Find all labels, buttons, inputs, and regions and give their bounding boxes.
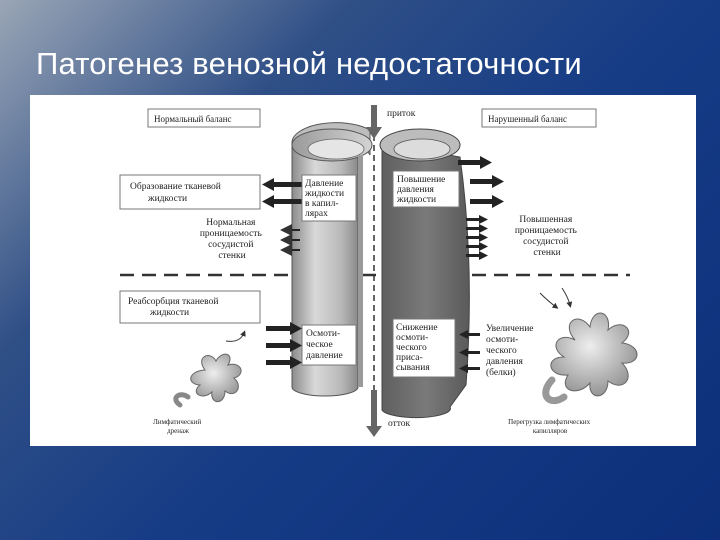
lymph-drainage-label: Лимфатический дренаж xyxy=(153,418,203,435)
impaired-balance-box xyxy=(481,108,597,128)
capillary-pressure-box xyxy=(301,174,357,222)
outflow-arrows-impaired xyxy=(458,156,504,208)
outflow-label: отток xyxy=(388,419,411,429)
osmotic-pressure-label: Осмоти- ческое давление xyxy=(306,329,343,361)
inflow-label: приток xyxy=(387,109,416,119)
small-arrows-normal xyxy=(280,224,300,256)
normal-permeability-label: Нормальная проницаемость сосудистой стен… xyxy=(200,218,264,261)
lymph-capillary-overloaded xyxy=(539,287,638,405)
tissue-fluid-reabsorption-label: Реабсорбция тканевой жидкости xyxy=(128,296,221,318)
impaired-balance-label: Нарушенный баланс xyxy=(488,114,567,124)
venous-insufficiency-diagram: приток отток Нормальный баланс Нарушенны… xyxy=(30,95,696,446)
increased-osmotic-pressure-label: Увеличение осмоти- ческого давления (бел… xyxy=(486,324,536,378)
inflow-arrow xyxy=(366,105,382,139)
inflow-arrows-normal xyxy=(266,322,302,369)
lymph-overload-label: Перегрузка лимфатических капилляров xyxy=(508,418,592,435)
normal-balance-box xyxy=(147,108,261,128)
normal-balance-label: Нормальный баланс xyxy=(154,114,232,124)
outflow-arrows-normal xyxy=(262,178,306,208)
tissue-fluid-formation-box xyxy=(119,174,261,210)
outflow-arrow xyxy=(366,390,382,437)
lymph-capillary-normal xyxy=(173,330,246,408)
small-arrows-impaired xyxy=(466,215,488,260)
tissue-fluid-reabsorption-box xyxy=(119,290,261,324)
slide-title: Патогенез венозной недостаточности xyxy=(36,46,582,81)
tissue-fluid-formation-label: Образование тканевой жидкости xyxy=(130,181,223,204)
decreased-osmotic-suction-box xyxy=(392,318,456,378)
inflow-arrows-impaired xyxy=(459,330,480,373)
increased-pressure-box xyxy=(392,170,460,208)
increased-pressure-label: Повышение давления жидкости xyxy=(396,175,448,205)
osmotic-pressure-box xyxy=(301,324,357,366)
decreased-osmotic-suction-label: Снижение осмоти- ческого приса- сывания xyxy=(396,323,440,373)
capillary-pressure-label: Давление жидкости в капил- лярах xyxy=(304,179,346,219)
increased-permeability-label: Повышенная проницаемость сосудистой стен… xyxy=(515,215,579,258)
